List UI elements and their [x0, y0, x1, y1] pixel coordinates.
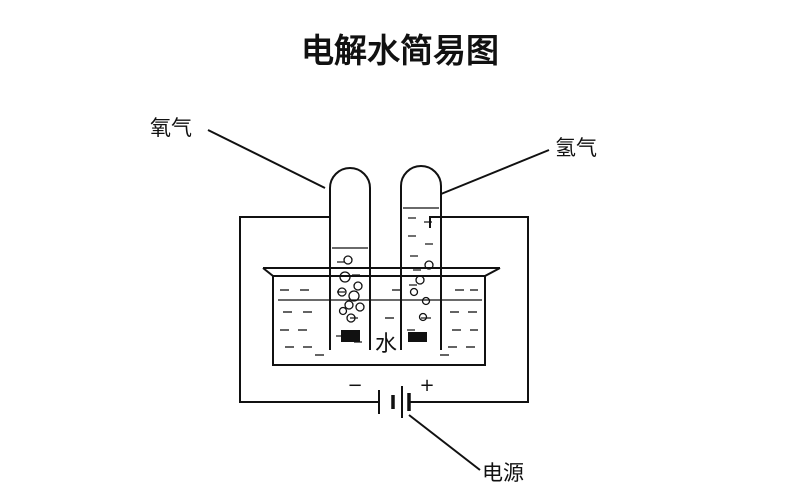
- left-electrode: [341, 330, 360, 342]
- oxygen-label-leader: [207, 129, 326, 189]
- right-electrode: [408, 332, 427, 342]
- water-trough: [262, 267, 501, 366]
- oxygen-test-tube: [329, 167, 371, 350]
- battery: [372, 386, 412, 418]
- hydrogen-bubbles: [409, 260, 434, 322]
- negative-terminal-sign: −: [347, 375, 362, 396]
- hydrogen-label: 氢气: [555, 136, 597, 160]
- water-label: 水: [375, 332, 397, 357]
- diagram-title: 电解水简易图: [301, 31, 499, 70]
- power-label-leader: [408, 414, 481, 471]
- positive-terminal-sign: +: [419, 375, 434, 396]
- oxygen-bubbles: [337, 255, 365, 323]
- hydrogen-label-leader: [440, 149, 550, 195]
- power-source-label: 电源: [482, 461, 524, 485]
- oxygen-label: 氧气: [150, 116, 192, 140]
- hydrogen-test-tube: [400, 165, 442, 350]
- water-dashes: [280, 289, 478, 356]
